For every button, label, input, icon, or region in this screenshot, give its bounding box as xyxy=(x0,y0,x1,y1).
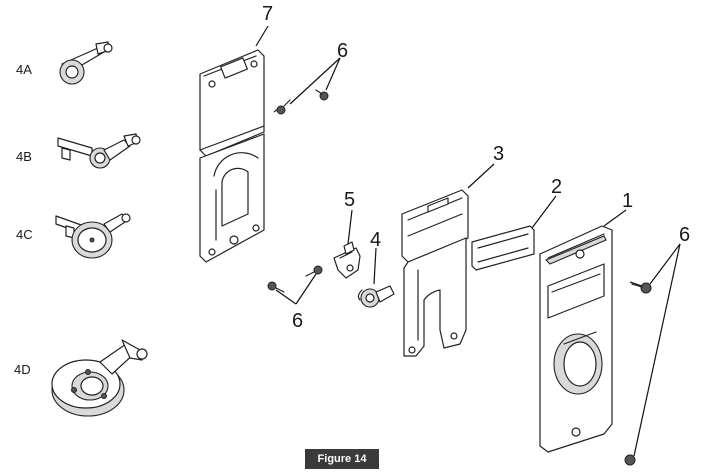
callout-7: 7 xyxy=(262,3,274,25)
cam-part-4c xyxy=(55,213,131,259)
callout-6-top: 6 xyxy=(337,40,349,62)
label-4b: 4B xyxy=(16,149,32,164)
label-4c: 4C xyxy=(16,227,33,242)
inner-plate-3 xyxy=(401,189,469,357)
spring-part-4 xyxy=(357,285,395,308)
label-4a: 4A xyxy=(16,62,32,77)
mounting-plate-7 xyxy=(199,49,265,263)
callout-6-left: 6 xyxy=(292,310,304,332)
screw-6-mid-right xyxy=(305,265,323,277)
callout-3: 3 xyxy=(493,143,505,165)
screw-6-top-left xyxy=(273,99,291,115)
callout-5: 5 xyxy=(344,189,356,211)
cam-part-4d xyxy=(51,339,148,417)
cam-part-4a xyxy=(59,41,113,85)
cam-part-4b xyxy=(57,133,141,169)
bracket-part-5 xyxy=(333,241,361,279)
leader-lines xyxy=(255,25,681,457)
callout-2: 2 xyxy=(551,176,563,198)
screw-6-mid-left xyxy=(267,281,285,293)
label-4d: 4D xyxy=(14,362,31,377)
callout-1: 1 xyxy=(622,190,634,212)
cover-part-1 xyxy=(539,225,613,453)
trim-part-2 xyxy=(471,225,535,271)
screw-6-right-bottom xyxy=(624,454,636,466)
screw-6-top-right xyxy=(315,89,329,101)
callout-6-right: 6 xyxy=(679,224,691,246)
screw-6-right-top xyxy=(629,281,652,294)
callout-4: 4 xyxy=(370,229,382,251)
figure-caption: Figure 14 xyxy=(305,449,379,469)
